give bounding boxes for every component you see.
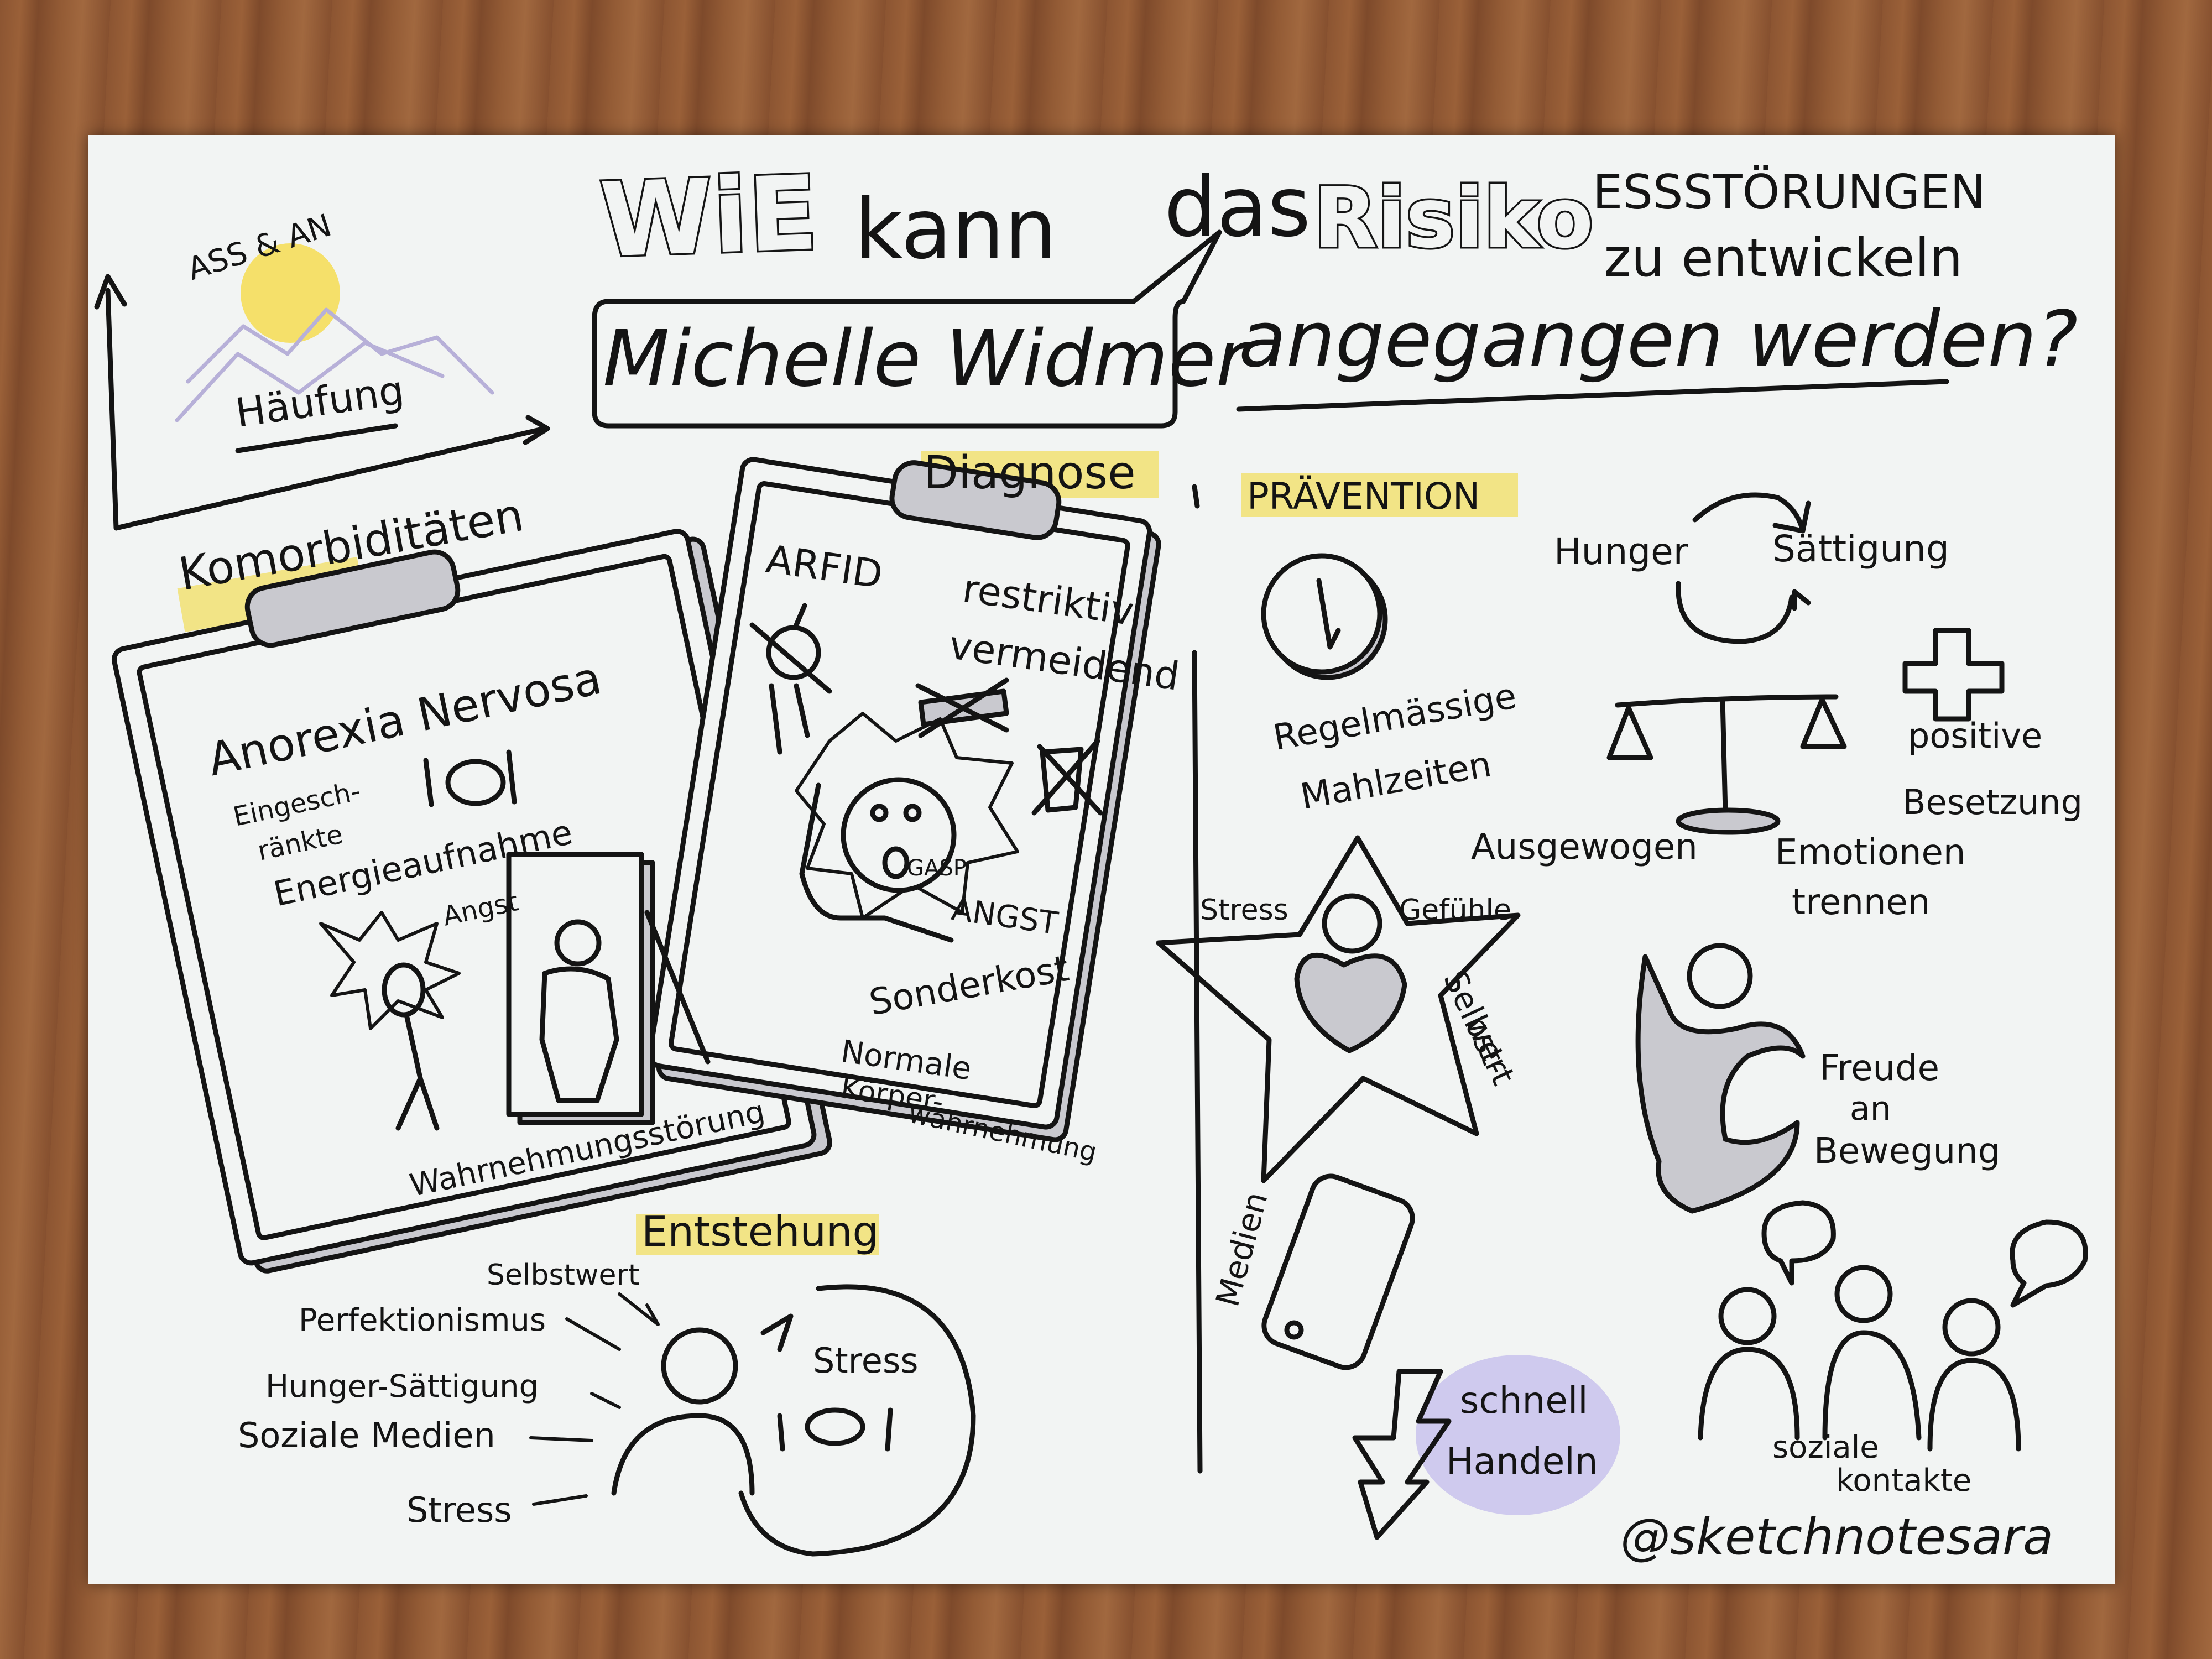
cycle-arrows-icon	[1676, 492, 1811, 644]
praevention-kontakte: kontakte	[1836, 1463, 1972, 1499]
phone-icon	[1261, 1173, 1415, 1370]
arfid-gasp: GASP	[907, 855, 967, 881]
chart-top-left-icon	[94, 243, 550, 531]
praevention-hunger: Hunger	[1554, 530, 1688, 573]
title-risiko: Risiko	[1311, 170, 1595, 267]
entstehung-stress: Stress	[406, 1490, 512, 1530]
clock-icon	[1261, 553, 1388, 680]
praevention-positive: positive	[1908, 716, 2043, 756]
star-icon	[1156, 835, 1521, 1183]
praevention-stress: Stress	[1200, 894, 1288, 927]
entstehung-medien: Soziale Medien	[238, 1415, 495, 1455]
praevention-handeln: Handeln	[1446, 1440, 1598, 1483]
speech-bubble-icon	[592, 229, 1222, 429]
praevention-schnell: schnell	[1460, 1379, 1588, 1422]
stress-cycle-icon	[738, 1284, 976, 1557]
highlight-schnell-handeln	[1416, 1355, 1620, 1515]
section-praevention: PRÄVENTION	[1247, 475, 1480, 518]
medical-cross-icon	[1902, 628, 2005, 722]
praevention-gefuehle: Gefühle	[1399, 894, 1511, 927]
title-angegangen-werden: angegangen werden?	[1239, 295, 2078, 385]
praevention-freude: Freude	[1819, 1048, 1939, 1089]
title-wie: WiE	[596, 152, 822, 283]
entstehung-selbstwert: Selbstwert	[487, 1259, 640, 1292]
title-das: das	[1164, 159, 1311, 255]
lightning-icon	[1352, 1369, 1452, 1540]
highlight-entstehung	[636, 1214, 879, 1255]
praevention-besetzung: Besetzung	[1902, 782, 2083, 822]
mirror-figure-icon	[506, 852, 711, 1125]
praevention-ausgewogen: Ausgewogen	[1471, 827, 1698, 868]
signature: @sketchnotesara	[1620, 1508, 2054, 1566]
entstehung-hunger: Hunger-Sättigung	[265, 1369, 539, 1405]
entstehung-perfektionismus: Perfektionismus	[299, 1302, 546, 1338]
praevention-soziale: soziale	[1772, 1430, 1879, 1465]
angst-burst-icon	[319, 911, 461, 1131]
title-kann: kann	[854, 181, 1057, 278]
gasp-burst-icon	[795, 712, 1019, 943]
person-icon	[611, 1327, 755, 1496]
vertical-divider	[1192, 650, 1203, 1474]
section-diagnose: Diagnose	[924, 447, 1136, 499]
praevention-trennen: trennen	[1792, 882, 1931, 923]
praevention-saettigung: Sättigung	[1772, 528, 1949, 570]
jumping-person-icon	[1635, 943, 1806, 1214]
divider-tick	[1192, 484, 1200, 509]
crossed-cake-icon	[915, 677, 1009, 738]
social-contacts-icon	[1698, 1200, 2088, 1452]
section-entstehung: Entstehung	[641, 1207, 879, 1256]
scale-icon	[1606, 694, 1847, 835]
praevention-emotionen: Emotionen	[1775, 832, 1966, 873]
title-zu-entwickeln: zu entwickeln	[1604, 228, 1963, 289]
praevention-bewegung: Bewegung	[1814, 1131, 2001, 1172]
plate-cutlery-icon	[423, 749, 517, 807]
entstehung-arrows	[529, 1292, 660, 1506]
title-essstoerungen: ESSSTÖRUNGEN	[1593, 165, 1986, 220]
crossed-cup-icon	[1031, 738, 1103, 816]
highlight-praevention	[1241, 473, 1518, 517]
speaker-name: Michelle Widmer	[603, 314, 1248, 404]
praevention-an: an	[1850, 1089, 1891, 1128]
entstehung-stress-cycle: Stress	[813, 1340, 919, 1381]
title-underline	[1236, 379, 1949, 412]
crossed-apple-icon	[749, 603, 832, 755]
